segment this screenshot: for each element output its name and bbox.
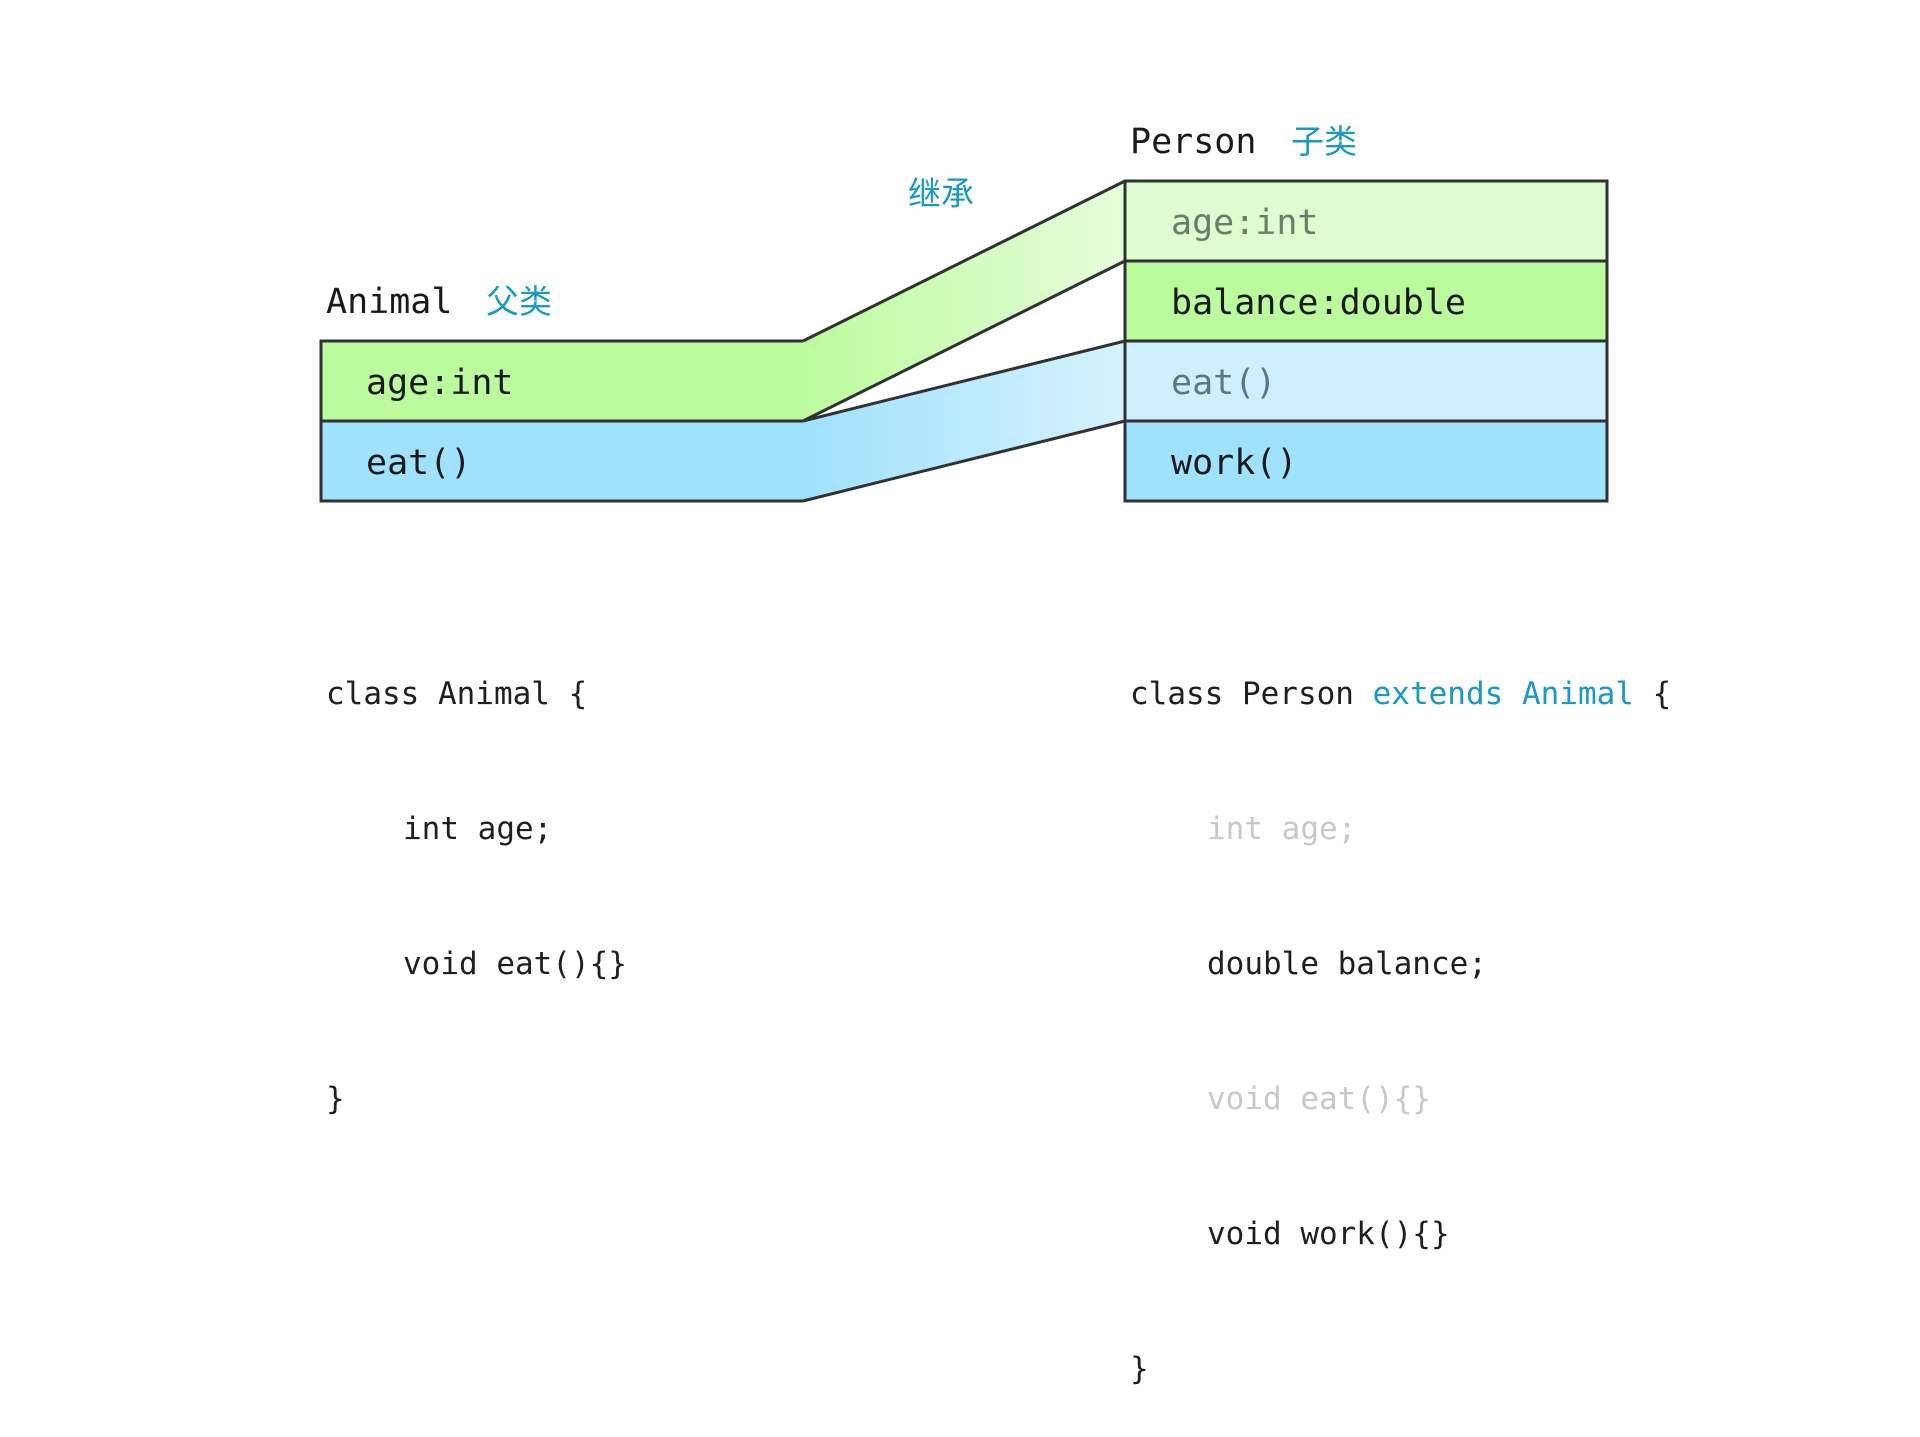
connector-eat: [803, 341, 1125, 501]
parent-class-name: Animal: [326, 282, 452, 322]
child-field-balance-label: balance:double: [1171, 283, 1466, 323]
child-field-work-row: [1125, 421, 1607, 501]
child-code-work: void work(){}: [1207, 1216, 1450, 1252]
child-code-line-4: void eat(){}: [1130, 1077, 1671, 1122]
child-code-extends: extends Animal: [1372, 676, 1634, 712]
connector-age-bottom-edge: [802, 259, 1126, 423]
child-code-class-decl: class Person: [1130, 676, 1373, 712]
parent-field-eat-row: [321, 421, 803, 501]
child-code-line-1: class Person extends Animal {: [1130, 672, 1671, 717]
parent-code-line-2: int age;: [326, 807, 627, 852]
child-field-balance-row: [1125, 261, 1607, 341]
parent-field-age-label: age:int: [366, 363, 514, 403]
parent-class-box: age:int eat(): [319, 339, 803, 503]
inheritance-diagram: Animal 父类 Person 子类 继承 age:int eat() age…: [319, 122, 1609, 503]
child-field-age-label: age:int: [1171, 203, 1319, 243]
child-code-inherited-age: int age;: [1207, 811, 1357, 847]
child-code-line-3: double balance;: [1130, 942, 1671, 987]
child-code-open-brace: {: [1633, 676, 1672, 712]
child-code-line-6: }: [1130, 1351, 1149, 1387]
connector-eat-bottom-edge: [802, 419, 1126, 503]
child-field-eat-label: eat(): [1171, 363, 1276, 403]
child-field-age-row: [1125, 181, 1607, 261]
parent-field-age-row: [321, 341, 803, 421]
inheritance-label: 继承: [908, 174, 974, 213]
parent-class-tag: 父类: [486, 282, 552, 321]
child-code-balance: double balance;: [1207, 946, 1487, 982]
child-code-inherited-eat: void eat(){}: [1207, 1081, 1431, 1117]
child-code-line-5: void work(){}: [1130, 1212, 1671, 1257]
connector-eat-top-edge: [802, 339, 1126, 423]
parent-code-eat: void eat(){}: [403, 946, 627, 982]
parent-code-line-3: void eat(){}: [326, 942, 627, 987]
child-field-eat-row: [1125, 341, 1607, 421]
parent-code-line-4: }: [326, 1081, 345, 1117]
child-class-tag: 子类: [1291, 122, 1357, 161]
child-class-name: Person: [1130, 122, 1256, 162]
connector-age: [803, 181, 1125, 421]
parent-code-age: int age;: [403, 811, 553, 847]
parent-code-block: class Animal { int age; void eat(){} }: [326, 582, 627, 1167]
parent-code-line-1: class Animal {: [326, 676, 588, 712]
parent-field-eat-label: eat(): [366, 443, 471, 483]
child-class-box: age:int balance:double eat() work(): [1123, 179, 1609, 503]
child-code-line-2: int age;: [1130, 807, 1671, 852]
connector-age-top-edge: [802, 179, 1126, 343]
child-code-block: class Person extends Animal { int age; d…: [1130, 582, 1671, 1437]
child-field-work-label: work(): [1171, 443, 1297, 483]
